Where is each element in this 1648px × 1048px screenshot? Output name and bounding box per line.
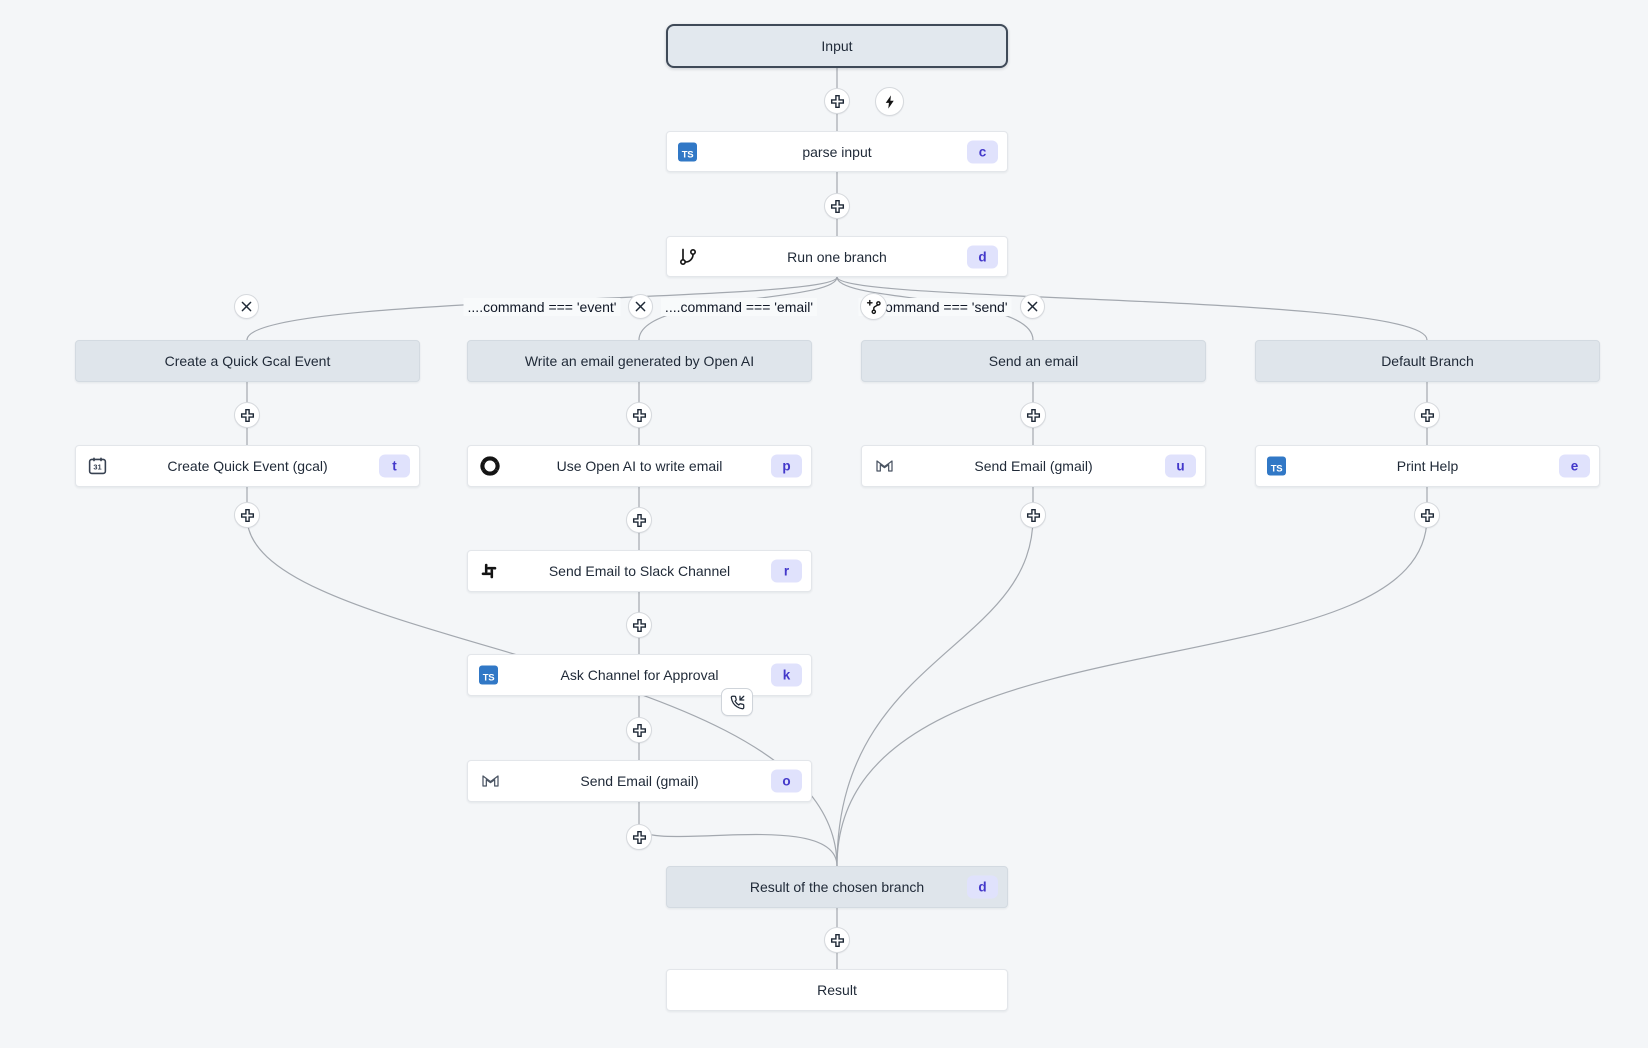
typescript-icon: TS bbox=[1267, 456, 1286, 476]
plus-icon bbox=[632, 830, 646, 844]
close-icon bbox=[635, 301, 646, 312]
gcal-calendar-icon: 31 bbox=[87, 456, 108, 477]
gmail-icon bbox=[873, 456, 896, 476]
branch-header-send-email[interactable]: Send an email bbox=[861, 340, 1206, 382]
close-icon bbox=[241, 301, 252, 312]
branch-title: Default Branch bbox=[1381, 353, 1474, 369]
step-id-badge: e bbox=[1559, 454, 1590, 478]
step-id-badge: u bbox=[1165, 454, 1196, 478]
branch-title: Create a Quick Gcal Event bbox=[164, 353, 331, 369]
step-id-badge: o bbox=[771, 769, 802, 793]
node-print-help[interactable]: TS Print Help e bbox=[1255, 445, 1600, 487]
plus-icon bbox=[632, 408, 646, 422]
add-branch-button[interactable] bbox=[860, 293, 887, 320]
svg-text:31: 31 bbox=[93, 463, 101, 472]
branch-plus-icon bbox=[866, 299, 881, 314]
add-step-button[interactable] bbox=[626, 402, 652, 428]
plus-icon bbox=[830, 94, 844, 108]
branch-title: Write an email generated by Open AI bbox=[524, 353, 755, 369]
suspend-approval-indicator bbox=[721, 688, 753, 716]
node-result-branch-label: Result of the chosen branch bbox=[749, 879, 925, 895]
add-step-button[interactable] bbox=[824, 193, 850, 219]
add-step-button[interactable] bbox=[1020, 502, 1046, 528]
node-input[interactable]: Input bbox=[666, 24, 1008, 68]
add-step-button[interactable] bbox=[234, 402, 260, 428]
node-send-email-gmail[interactable]: Send Email (gmail) u bbox=[861, 445, 1206, 487]
add-step-button[interactable] bbox=[824, 88, 850, 114]
delete-branch-button[interactable] bbox=[234, 294, 259, 319]
step-label: Send Email (gmail) bbox=[580, 773, 699, 789]
phone-incoming-icon bbox=[730, 695, 744, 709]
node-result-label: Result bbox=[817, 982, 857, 998]
add-step-button[interactable] bbox=[626, 507, 652, 533]
plus-icon bbox=[830, 199, 844, 213]
node-parse-input-label: parse input bbox=[802, 143, 872, 160]
step-id-badge: k bbox=[771, 663, 802, 687]
step-id-badge: d bbox=[967, 875, 998, 899]
delete-branch-button[interactable] bbox=[628, 294, 653, 319]
delete-branch-button[interactable] bbox=[1020, 294, 1045, 319]
plus-icon bbox=[632, 513, 646, 527]
node-parse-input[interactable]: TS parse input c bbox=[666, 131, 1008, 172]
typescript-icon: TS bbox=[678, 142, 697, 161]
step-label: Print Help bbox=[1396, 458, 1459, 474]
plus-icon bbox=[1420, 508, 1434, 522]
node-input-label: Input bbox=[821, 38, 853, 54]
plus-icon bbox=[632, 618, 646, 632]
branch-condition-send: ....command === 'send' bbox=[858, 298, 1012, 316]
branch-header-gcal[interactable]: Create a Quick Gcal Event bbox=[75, 340, 420, 382]
plus-icon bbox=[632, 723, 646, 737]
node-run-one-branch-label: Run one branch bbox=[787, 248, 887, 265]
plus-icon bbox=[1026, 508, 1040, 522]
node-send-email-slack[interactable]: Send Email to Slack Channel r bbox=[467, 550, 812, 592]
add-step-button[interactable] bbox=[824, 927, 850, 953]
branch-header-openai-email[interactable]: Write an email generated by Open AI bbox=[467, 340, 812, 382]
step-label: Send Email (gmail) bbox=[974, 458, 1093, 474]
step-id-badge: p bbox=[771, 454, 802, 478]
step-id-badge: t bbox=[379, 454, 410, 478]
branch-title: Send an email bbox=[988, 353, 1079, 369]
node-send-email-gmail-mid[interactable]: Send Email (gmail) o bbox=[467, 760, 812, 802]
plus-icon bbox=[1026, 408, 1040, 422]
step-label: Create Quick Event (gcal) bbox=[167, 458, 328, 474]
add-step-button[interactable] bbox=[626, 612, 652, 638]
plus-icon bbox=[240, 508, 254, 522]
add-step-button[interactable] bbox=[1414, 402, 1440, 428]
step-label: Ask Channel for Approval bbox=[560, 667, 719, 683]
add-step-button[interactable] bbox=[626, 824, 652, 850]
add-step-button[interactable] bbox=[234, 502, 260, 528]
node-result-of-chosen-branch[interactable]: Result of the chosen branch d bbox=[666, 866, 1008, 908]
step-id-badge: r bbox=[771, 559, 802, 583]
branch-header-default[interactable]: Default Branch bbox=[1255, 340, 1600, 382]
node-create-quick-event[interactable]: 31 Create Quick Event (gcal) t bbox=[75, 445, 420, 487]
add-step-button[interactable] bbox=[1020, 402, 1046, 428]
add-step-button[interactable] bbox=[626, 717, 652, 743]
node-ask-channel-approval[interactable]: TS Ask Channel for Approval k bbox=[467, 654, 812, 696]
plus-icon bbox=[240, 408, 254, 422]
step-id-badge: d bbox=[967, 245, 998, 268]
branch-condition-email: ....command === 'email' bbox=[660, 298, 818, 316]
openai-icon bbox=[479, 455, 501, 477]
node-run-one-branch[interactable]: Run one branch d bbox=[666, 236, 1008, 277]
step-label: Use Open AI to write email bbox=[556, 458, 723, 474]
trigger-button[interactable] bbox=[875, 87, 904, 116]
plus-icon bbox=[1420, 408, 1434, 422]
node-use-openai-write-email[interactable]: Use Open AI to write email p bbox=[467, 445, 812, 487]
step-id-badge: c bbox=[967, 140, 998, 163]
step-label: Send Email to Slack Channel bbox=[548, 563, 731, 579]
typescript-icon: TS bbox=[479, 665, 498, 685]
add-step-button[interactable] bbox=[1414, 502, 1440, 528]
git-branch-icon bbox=[678, 247, 698, 267]
lightning-bolt-icon bbox=[885, 94, 894, 109]
branch-condition-event: ....command === 'event' bbox=[463, 298, 621, 316]
slack-icon bbox=[479, 561, 499, 581]
gmail-icon bbox=[479, 771, 502, 791]
close-icon bbox=[1027, 301, 1038, 312]
node-result[interactable]: Result bbox=[666, 969, 1008, 1011]
plus-icon bbox=[830, 933, 844, 947]
